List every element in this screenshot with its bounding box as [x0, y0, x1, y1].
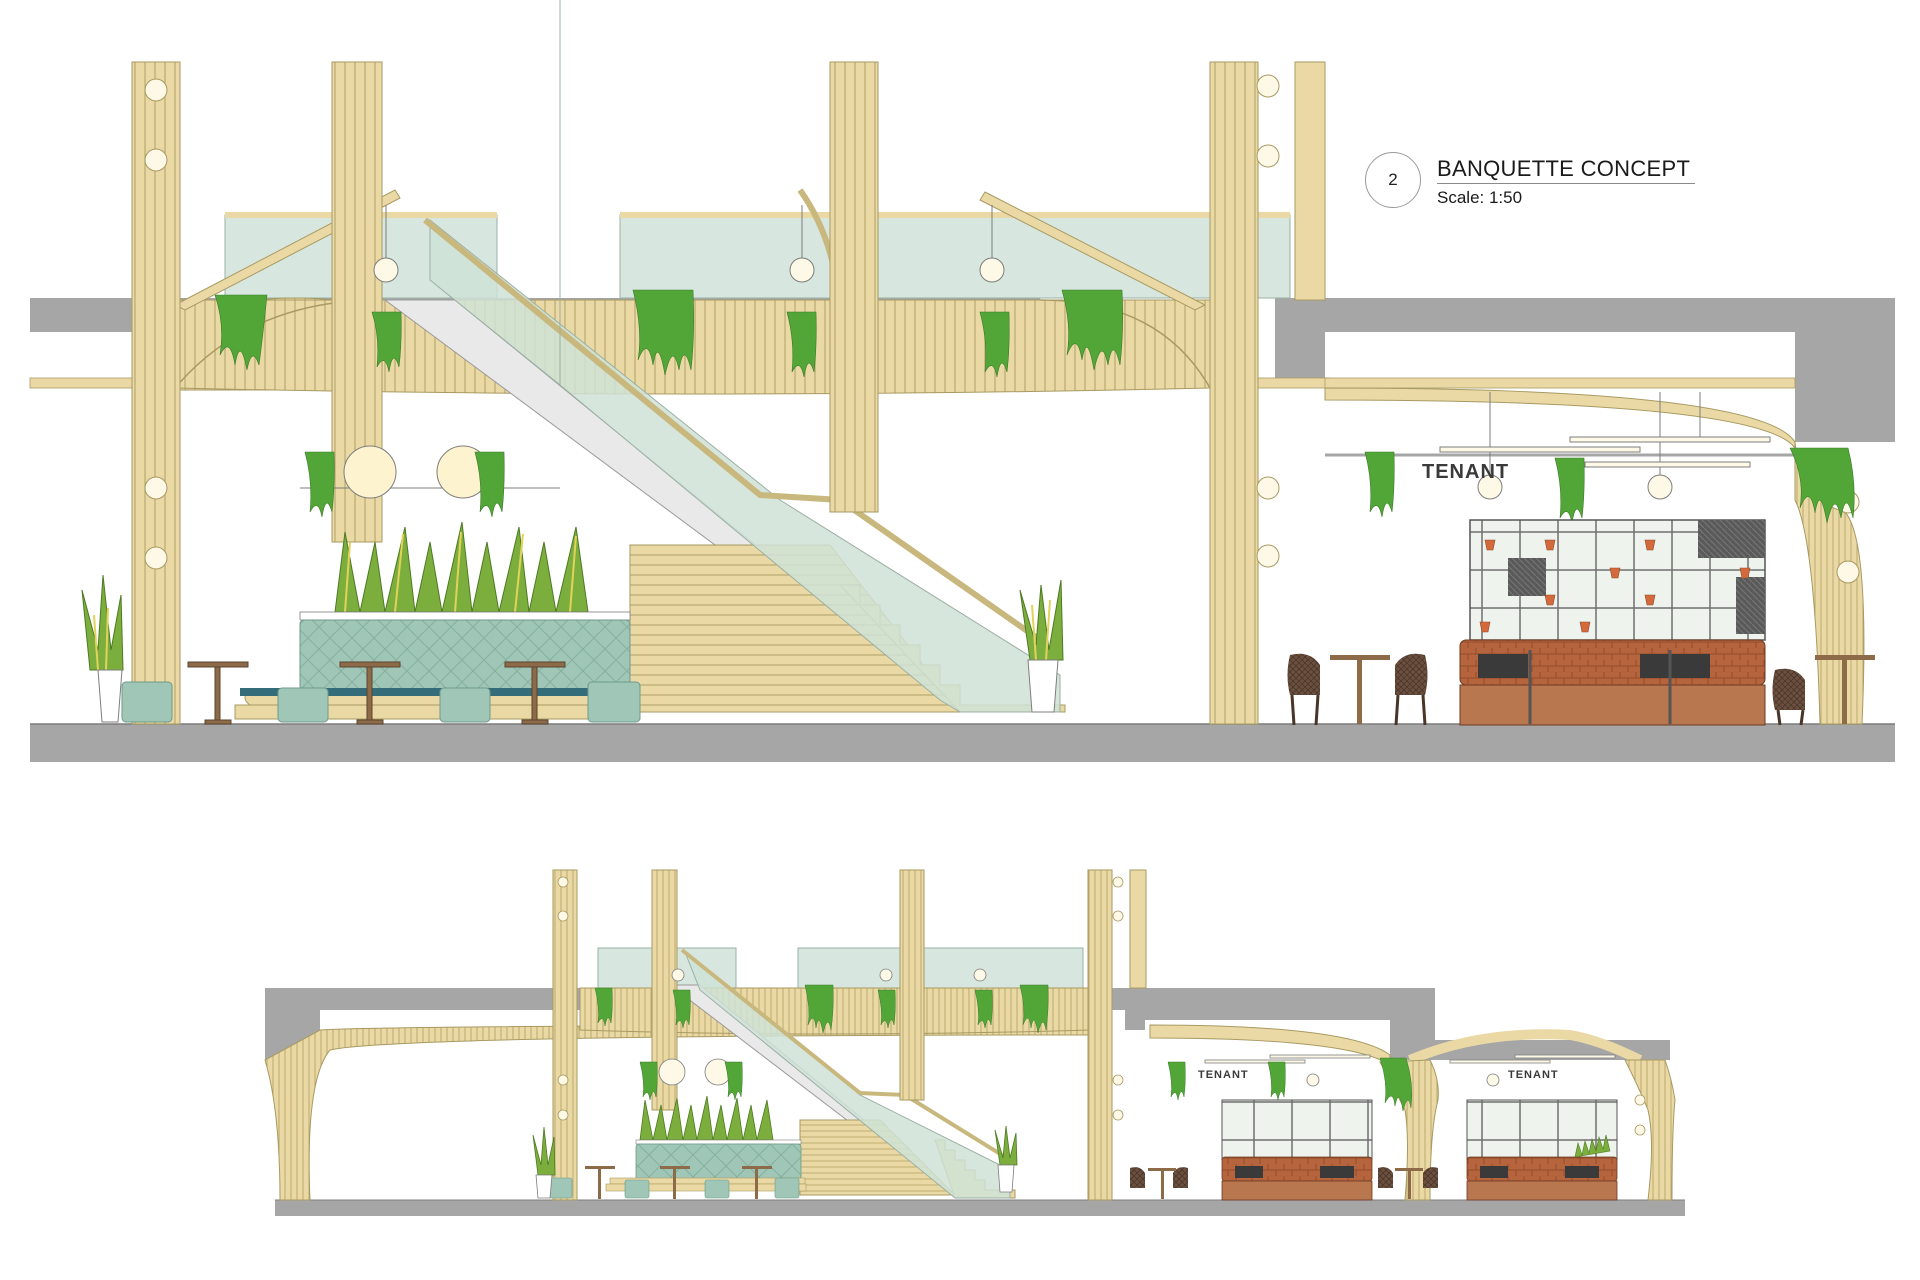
- hanging-foliage: [214, 289, 1855, 524]
- lower-floor-slab: [275, 1200, 1685, 1216]
- lower-slab-right: [1125, 988, 1435, 1060]
- planter-box: [299, 611, 631, 621]
- timber-column-4: [1209, 61, 1259, 725]
- lower-arch-left: [264, 1024, 1101, 1201]
- banquette-cushions: [121, 681, 641, 723]
- banquette-back: [299, 619, 631, 691]
- potted-plant-stair: [1019, 579, 1064, 713]
- cafe-tables: [187, 661, 566, 725]
- upper-floor-slab: [30, 724, 1895, 762]
- stair-handrail: [423, 217, 1042, 643]
- glass-balustrade-mid: [619, 214, 1291, 299]
- title-underline: [1437, 183, 1695, 184]
- lower-tree-column-right: [1624, 1059, 1676, 1201]
- stair-glass: [429, 218, 1061, 713]
- grid-shelving-upper: [1469, 519, 1766, 641]
- staircase: [383, 0, 1066, 713]
- lower-cafe-unit-1: [1221, 1099, 1373, 1201]
- drawing-number-bubble: 2: [1365, 152, 1421, 208]
- timber-column-5: [1294, 61, 1326, 301]
- tenant-sign-upper: TENANT: [1422, 461, 1509, 483]
- pendant-lights: [300, 205, 1771, 500]
- drawing-title: BANQUETTE CONCEPT: [1437, 156, 1691, 181]
- upper-beam-right: [1324, 377, 1796, 389]
- lower-elevation: TENANT TENANT: [264, 869, 1685, 1216]
- drawing-scale: Scale: 1:50: [1437, 188, 1523, 207]
- brick-banquette-upper: [1459, 639, 1766, 726]
- upper-slab-right-drop: [1275, 298, 1895, 442]
- cafe-chairs-upper: [1287, 653, 1875, 726]
- timber-column-3: [829, 61, 879, 513]
- upper-elevation: TENANT: [29, 0, 1895, 762]
- drawing-title-block: 2 BANQUETTE CONCEPT Scale: 1:50: [1365, 148, 1695, 218]
- diagonal-brace-2: [979, 191, 1207, 311]
- potted-plant-left: [81, 574, 124, 723]
- timber-column-1: [131, 61, 181, 725]
- lower-cafe-unit-2: [1466, 1099, 1618, 1201]
- tenant-sign-lower-1: TENANT: [1198, 1069, 1249, 1081]
- tenant-sign-lower-2: TENANT: [1508, 1069, 1559, 1081]
